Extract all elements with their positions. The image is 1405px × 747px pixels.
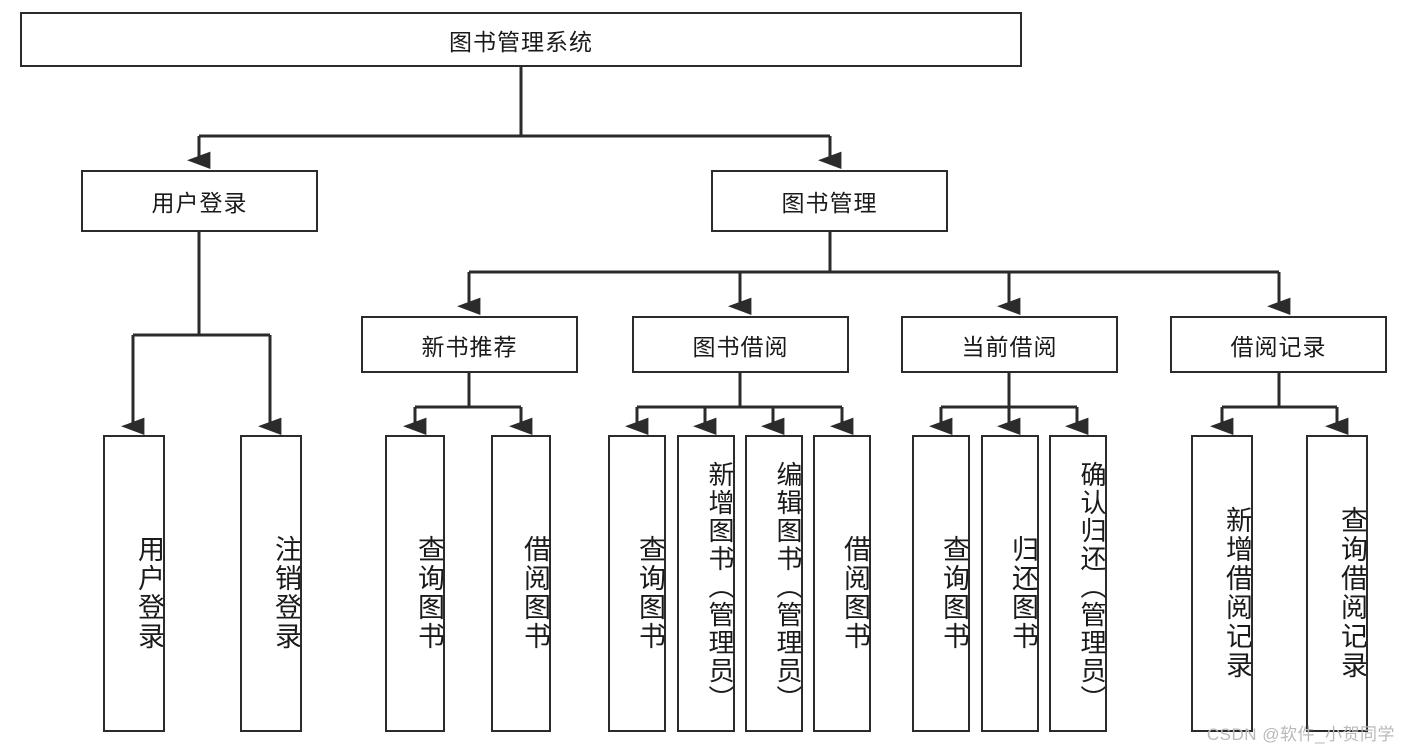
node-label: 当前借阅: [961, 333, 1058, 360]
node-label: 查询图书: [414, 534, 444, 651]
node-label: 注销登录: [271, 534, 301, 651]
node-label: 借阅图书: [840, 534, 870, 651]
node-leaf-query-book-2[interactable]: 查询图书: [608, 435, 666, 732]
node-borrow-record[interactable]: 借阅记录: [1170, 316, 1387, 373]
node-new-book-recommend[interactable]: 新书推荐: [361, 316, 578, 373]
node-label: 新增图书（管理员）: [705, 460, 735, 713]
node-leaf-return-book[interactable]: 归还图书: [981, 435, 1039, 732]
node-leaf-add-borrow-record[interactable]: 新增借阅记录: [1191, 435, 1253, 732]
node-label: 用户登录: [151, 190, 248, 216]
node-label: 借阅记录: [1230, 333, 1327, 360]
node-label: 新增借阅记录: [1222, 505, 1252, 680]
node-leaf-borrow-book-1[interactable]: 借阅图书: [491, 435, 551, 732]
node-label: 图书管理系统: [449, 28, 593, 55]
node-book-management-system[interactable]: 图书管理系统: [20, 12, 1022, 67]
node-leaf-query-borrow-record[interactable]: 查询借阅记录: [1306, 435, 1368, 732]
node-label: 归还图书: [1008, 534, 1038, 651]
node-leaf-edit-book[interactable]: 编辑图书（管理员）: [745, 435, 803, 732]
node-label: 用户登录: [134, 534, 164, 651]
node-leaf-query-book-1[interactable]: 查询图书: [385, 435, 445, 732]
node-label: 确认归还（管理员）: [1077, 460, 1107, 713]
node-label: 新书推荐: [421, 333, 518, 360]
node-leaf-add-book[interactable]: 新增图书（管理员）: [677, 435, 735, 732]
node-leaf-logout-login[interactable]: 注销登录: [240, 435, 302, 732]
node-leaf-borrow-book-2[interactable]: 借阅图书: [813, 435, 871, 732]
node-label: 查询图书: [939, 534, 969, 651]
node-book-management[interactable]: 图书管理: [711, 170, 948, 232]
csdn-watermark: CSDN @软件_小贺同学: [1206, 725, 1395, 744]
node-label: 借阅图书: [520, 534, 550, 651]
node-leaf-query-book-3[interactable]: 查询图书: [912, 435, 970, 732]
node-user-login[interactable]: 用户登录: [81, 170, 318, 232]
node-current-borrow[interactable]: 当前借阅: [901, 316, 1118, 373]
node-label: 编辑图书（管理员）: [773, 460, 803, 713]
node-leaf-user-login[interactable]: 用户登录: [103, 435, 165, 732]
node-book-borrow[interactable]: 图书借阅: [632, 316, 849, 373]
node-label: 查询图书: [635, 534, 665, 651]
node-label: 图书管理: [781, 190, 878, 216]
node-label: 图书借阅: [692, 333, 789, 360]
node-label: 查询借阅记录: [1337, 505, 1367, 680]
node-leaf-confirm-return[interactable]: 确认归还（管理员）: [1049, 435, 1107, 732]
